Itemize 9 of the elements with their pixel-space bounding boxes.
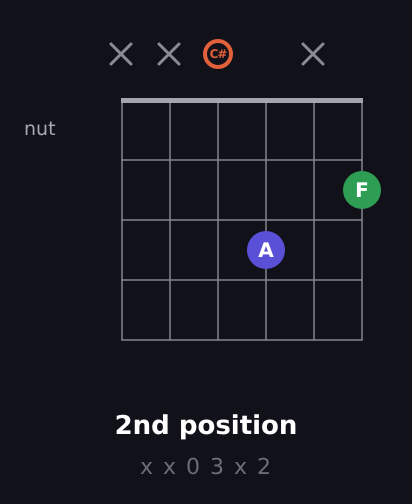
fingering-text: x x 0 3 x 2 (140, 455, 272, 480)
finger-dot: F (343, 171, 381, 209)
muted-string-icon (157, 42, 181, 66)
finger-dot: A (247, 231, 285, 269)
muted-string-icon (301, 42, 325, 66)
open-string-marker: C# (203, 39, 233, 69)
nut-label: nut (24, 118, 56, 140)
muted-string-icon (109, 42, 133, 66)
position-title: 2nd position (114, 411, 298, 441)
